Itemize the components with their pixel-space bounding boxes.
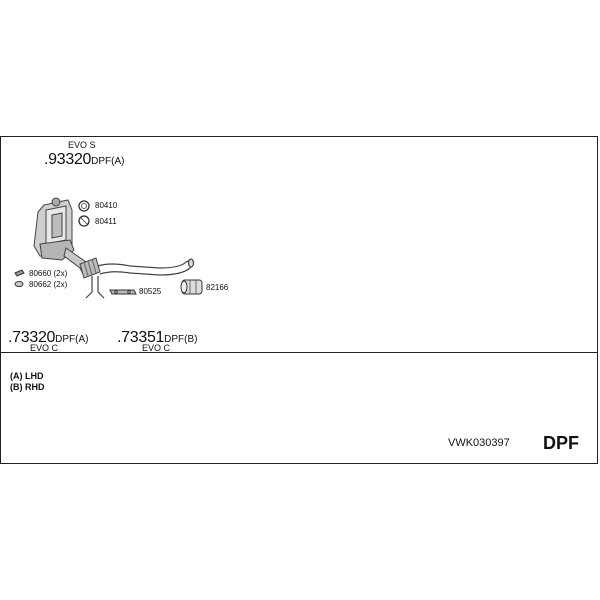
a1-code-suffix: DPF(A): [55, 334, 89, 345]
exhaust-pipe-icon: [85, 258, 195, 299]
a2-code-dot: .: [117, 329, 122, 346]
a1-code-number: 73320: [12, 329, 56, 346]
legend-rhd: (B) RHD: [10, 382, 45, 392]
assembly-73320-code: .73320DPF(A): [8, 330, 89, 346]
assembly-73320-variant: EVO C: [30, 343, 59, 353]
bolt-80660-icon: [14, 269, 25, 277]
a1-code-dot: .: [8, 329, 13, 346]
ring-80411-icon: [78, 215, 90, 227]
part-80525-label: 80525: [139, 287, 162, 296]
part-80662-label: 80662 (2x): [29, 280, 68, 289]
assembly-73351-variant: EVO C: [142, 343, 171, 353]
legend-lhd: (A) LHD: [10, 371, 44, 381]
assembly-73351-code: .73351DPF(B): [117, 330, 198, 346]
top-code-suffix: DPF(A): [91, 156, 125, 167]
top-variant-label: EVO S: [68, 140, 96, 150]
dpf-filter-icon: [33, 197, 93, 277]
part-80410-label: 80410: [95, 201, 118, 210]
top-code-dot: .: [44, 151, 49, 168]
diagram-frame: [0, 136, 598, 464]
nut-80662-icon: [14, 281, 24, 287]
clamp-80410-icon: [78, 200, 90, 212]
part-82166-label: 82166: [206, 283, 229, 292]
section-divider: [0, 352, 598, 353]
category-label: DPF: [543, 433, 579, 453]
top-assembly-code: .93320DPF(A): [44, 152, 125, 168]
part-80660-label: 80660 (2x): [29, 269, 68, 278]
sleeve-82166-icon: [180, 279, 203, 295]
flex-pipe-icon: [79, 257, 101, 279]
reference-number: VWK030397: [448, 437, 510, 449]
part-80411-label: 80411: [95, 217, 117, 226]
top-code-number: 93320: [48, 151, 92, 168]
gasket-80525-icon: [109, 289, 137, 295]
a2-code-suffix: DPF(B): [164, 334, 198, 345]
a2-code-number: 73351: [121, 329, 165, 346]
